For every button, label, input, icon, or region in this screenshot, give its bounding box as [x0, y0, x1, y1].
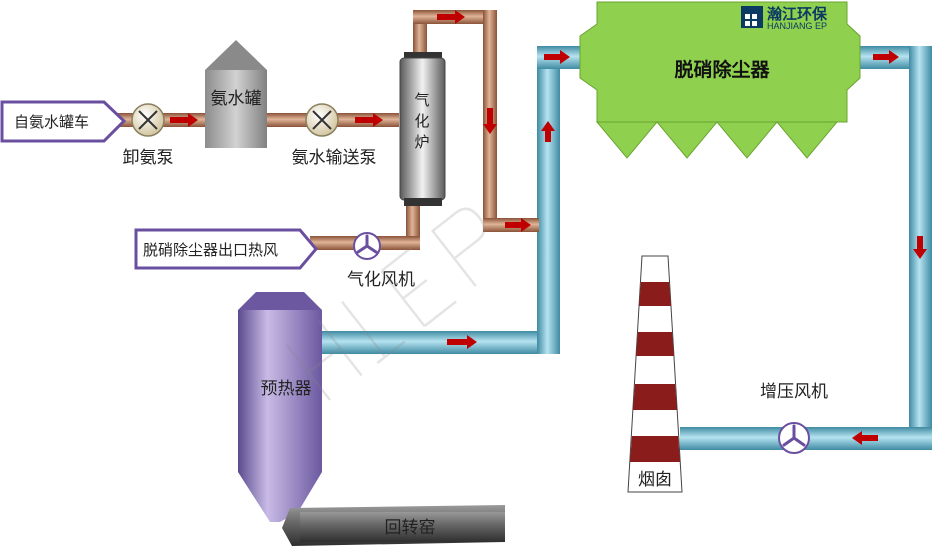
- logo-name-en: HANJIANG EP: [767, 21, 827, 31]
- unload-pump: 卸氨泵: [123, 103, 174, 168]
- transfer-pump: 氨水输送泵: [292, 103, 377, 168]
- arrow-right-3: [437, 10, 465, 24]
- arrow-up-1: [541, 121, 555, 142]
- ammonia-tank: 氨水罐: [205, 40, 267, 148]
- hanjiang-logo: 瀚江环保 HANJIANG EP: [741, 5, 828, 31]
- vaporizer-fan-label: 气化风机: [347, 270, 415, 290]
- hot-air-source-label: 脱硝除尘器出口热风: [143, 241, 278, 259]
- arrow-left-1: [852, 431, 878, 445]
- vaporizer-label-3: 炉: [414, 133, 429, 151]
- ammonia-truck-source: 自氨水罐车: [0, 100, 127, 143]
- preheater: 预热器: [238, 292, 322, 522]
- unload-pump-label: 卸氨泵: [123, 148, 174, 168]
- chimney-label: 烟囱: [638, 470, 672, 490]
- rotary-kiln-label: 回转窑: [385, 518, 436, 538]
- booster-fan-label: 增压风机: [760, 382, 828, 402]
- arrow-right-5: [447, 335, 477, 349]
- watermark: [285, 207, 486, 401]
- logo-name: 瀚江环保: [767, 5, 828, 23]
- ammonia-truck-label: 自氨水罐车: [14, 113, 89, 131]
- vaporizer: 气 化 炉: [399, 52, 446, 206]
- booster-fan: 增压风机: [760, 382, 828, 454]
- arrow-right-2: [355, 113, 383, 127]
- hot-air-source: 脱硝除尘器出口热风: [134, 228, 318, 270]
- flue-pipe-riser: [537, 46, 560, 354]
- arrow-down-1: [483, 108, 497, 134]
- denox-dust-collector: 脱硝除尘器: [579, 1, 861, 159]
- arrow-right-6: [544, 50, 570, 64]
- arrow-down-2: [913, 236, 927, 259]
- transfer-pump-label: 氨水输送泵: [292, 148, 377, 168]
- rotary-kiln: 回转窑: [282, 505, 505, 546]
- arrow-right-4: [505, 218, 531, 232]
- ammonia-tank-label: 氨水罐: [211, 89, 262, 109]
- vaporizer-label-2: 化: [414, 112, 429, 130]
- denox-dust-collector-label: 脱硝除尘器: [674, 58, 770, 81]
- chimney: 烟囱: [627, 255, 683, 493]
- preheater-label: 预热器: [261, 379, 312, 399]
- arrow-right-7: [873, 50, 899, 64]
- vaporizer-label-1: 气: [414, 91, 429, 109]
- source-arrow-box-truck: [0, 100, 127, 143]
- arrow-right-1: [170, 113, 198, 127]
- source-arrow-box-hot-air: [134, 228, 318, 270]
- flow-arrows: [170, 10, 927, 445]
- vaporizer-fan: 气化风机: [347, 232, 415, 290]
- flue-pipe-preheater-out: [322, 331, 560, 354]
